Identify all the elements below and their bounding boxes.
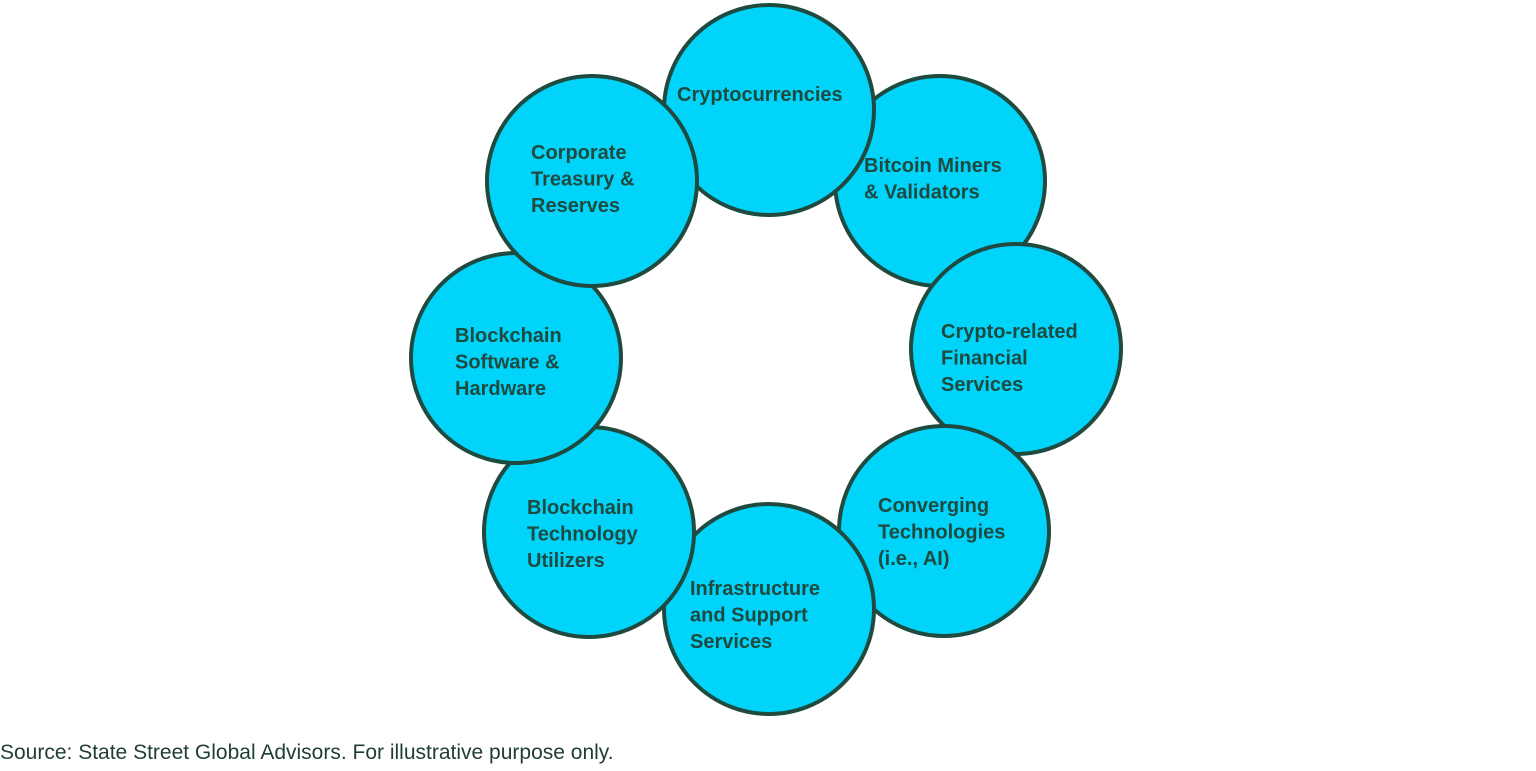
- node-label-line: Services: [941, 374, 1023, 396]
- node-label-line: and Support: [690, 605, 808, 627]
- node-label-line: Blockchain: [527, 497, 634, 519]
- node-label-bitcoin-miners: Bitcoin Miners & Validators: [864, 155, 1002, 204]
- node-label-line: Converging: [878, 495, 989, 517]
- node-label-line: Technologies: [878, 522, 1005, 544]
- node-label-line: Treasury &: [531, 169, 634, 191]
- node-label-line: Blockchain: [455, 325, 562, 347]
- source-note: Source: State Street Global Advisors. Fo…: [0, 741, 614, 764]
- node-circle-infrastructure-support: [662, 502, 876, 716]
- node-label-line: Software &: [455, 352, 559, 374]
- node-label-line: Corporate: [531, 142, 627, 164]
- node-label-line: Reserves: [531, 195, 620, 217]
- ecosystem-ring-diagram: Bitcoin Miners & ValidatorsCrypto-related…: [409, 3, 1123, 716]
- node-label-line: (i.e., AI): [878, 548, 949, 570]
- node-bitcoin-miners: Bitcoin Miners & Validators: [833, 74, 1047, 288]
- node-label-line: Financial: [941, 348, 1028, 370]
- node-label-line: Hardware: [455, 378, 546, 400]
- node-label-line: Infrastructure: [690, 578, 820, 600]
- node-label-line: & Validators: [864, 182, 980, 204]
- node-label-line: Technology: [527, 524, 639, 546]
- node-label-line: Crypto-related: [941, 321, 1078, 343]
- node-label-line: Cryptocurrencies: [677, 84, 843, 106]
- node-circle-corporate-treasury: [485, 74, 699, 288]
- node-label-line: Bitcoin Miners: [864, 155, 1002, 177]
- node-label-cryptocurrencies: Cryptocurrencies: [677, 84, 843, 106]
- node-label-line: Services: [690, 631, 772, 653]
- node-label-line: Utilizers: [527, 550, 605, 572]
